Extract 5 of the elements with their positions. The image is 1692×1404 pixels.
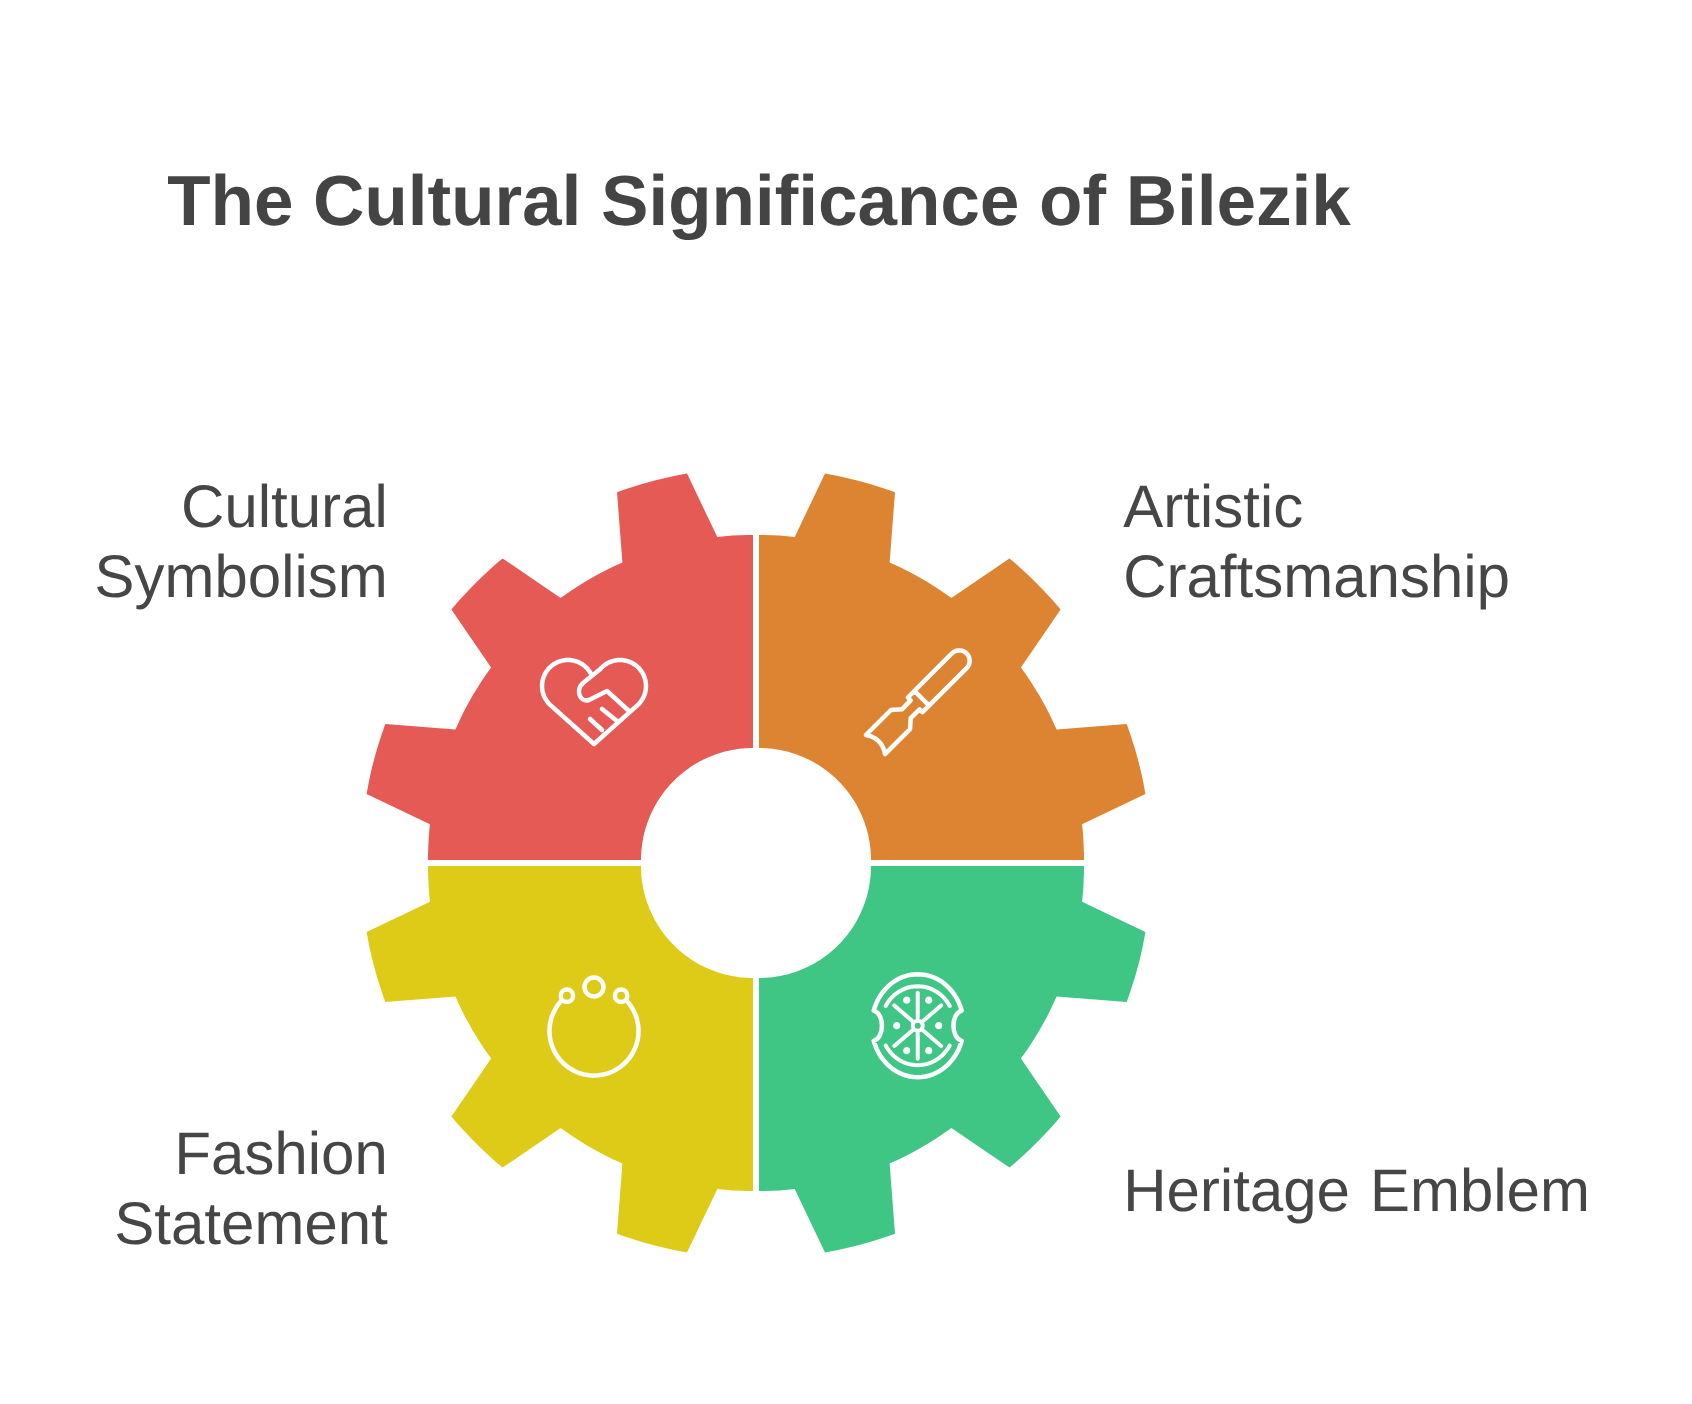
segment-label: Cultural Symbolism: [97, 483, 384, 610]
title: The Cultural Significance of Bilezik: [168, 173, 1351, 241]
segment-label: Fashion Statement: [117, 1130, 388, 1245]
segment-label: Heritage Emblem: [1128, 1167, 1586, 1224]
segment-label: Artistic Craftsmanship: [1123, 483, 1508, 610]
